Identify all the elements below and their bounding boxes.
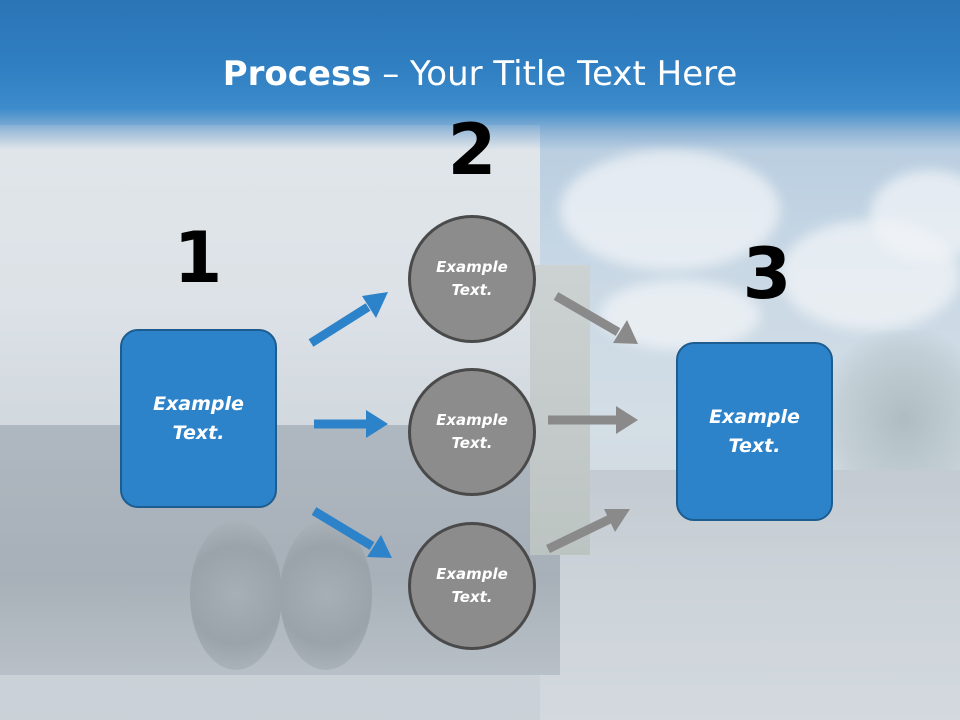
step-number-1: 1 [173, 217, 223, 299]
blue-arrow-right [314, 410, 388, 438]
step-number-2: 2 [447, 109, 497, 191]
circle-text-line1: Example [436, 411, 508, 429]
cloud [560, 150, 780, 270]
truck-wheel [280, 520, 372, 670]
gray-arrow-up [546, 509, 630, 554]
circle-text-line1: Example [436, 565, 508, 583]
trees-background [820, 330, 960, 480]
circle-text-line1: Example [436, 258, 508, 276]
circle-text-line2: Text. [451, 588, 493, 606]
title-rest: – Your Title Text Here [371, 54, 738, 94]
cloud [870, 170, 960, 260]
step-3-text-line2: Text. [728, 434, 781, 457]
step-3-text-line1: Example [709, 405, 800, 428]
title-bold: Process [222, 54, 372, 94]
gray-arrow-down [553, 292, 638, 344]
gray-arrow-right [548, 406, 638, 434]
truck-wheel [190, 520, 282, 670]
step-number-3: 3 [742, 233, 792, 315]
step-1-text-line1: Example [153, 392, 244, 415]
step-1-text-line2: Text. [172, 421, 225, 444]
circle-text-line2: Text. [451, 281, 493, 299]
slide-title: Process – Your Title Text Here [0, 52, 960, 96]
circle-text-line2: Text. [451, 434, 493, 452]
title-band [0, 0, 960, 150]
blue-arrow-up [308, 292, 388, 347]
blue-arrow-down [311, 507, 392, 558]
